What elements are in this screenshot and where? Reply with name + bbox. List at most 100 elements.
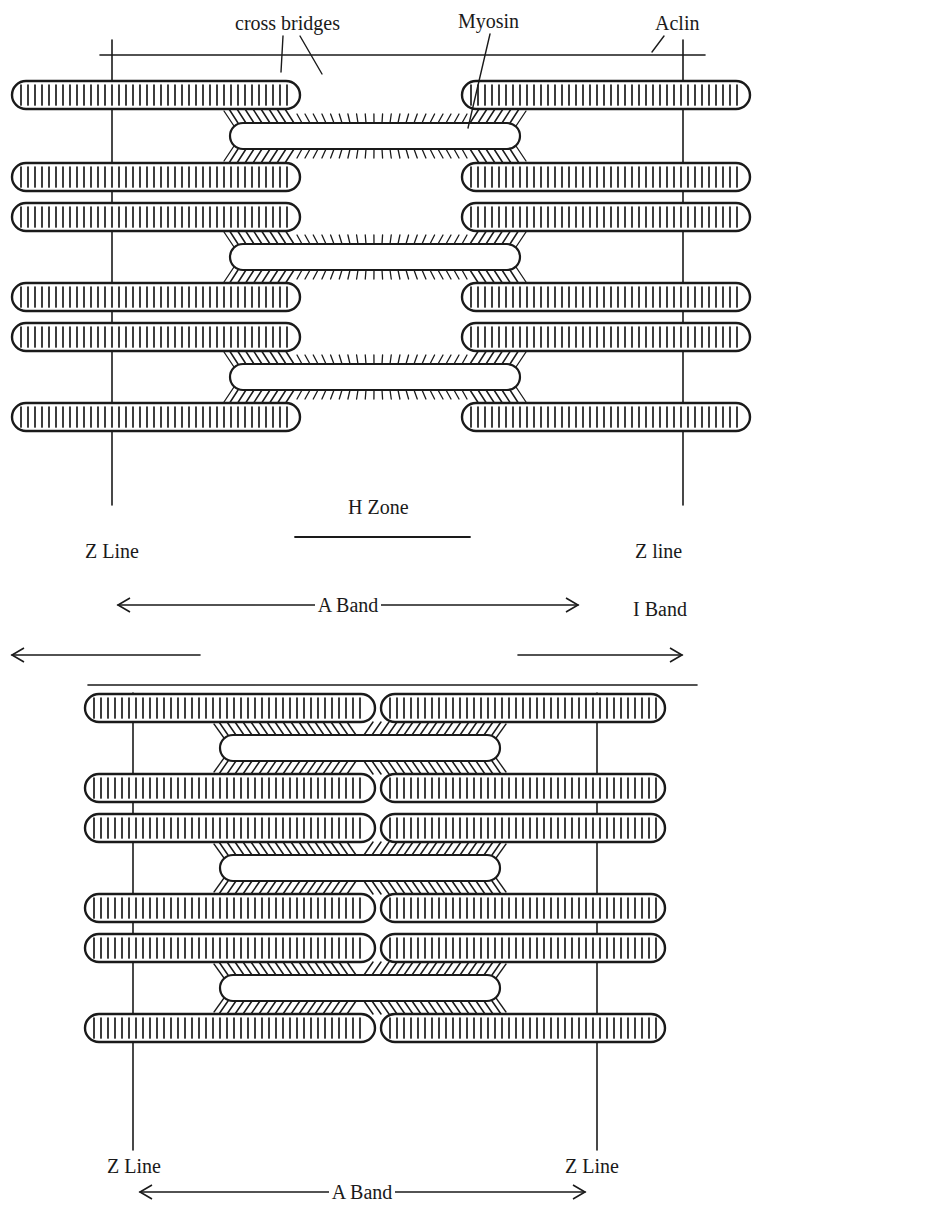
actin-stripe [620, 778, 622, 798]
actin-stripe [132, 167, 134, 187]
actin-stripe [121, 778, 123, 798]
actin-stripe [582, 207, 584, 227]
actin-stripe [174, 207, 176, 227]
actin-stripe [90, 207, 92, 227]
cross-bridge [224, 111, 234, 126]
actin-stripe [139, 207, 141, 227]
actin-stripe [226, 778, 228, 798]
cross-bridge [365, 149, 367, 158]
actin-stripe [655, 938, 657, 958]
actin-stripe [645, 207, 647, 227]
cross-bridge [444, 1001, 453, 1014]
actin-stripe [708, 85, 710, 105]
actin-stripe [673, 167, 675, 187]
cross-bridge [430, 149, 435, 158]
actin-stripe [606, 698, 608, 718]
actin-stripe [345, 1018, 347, 1038]
actin-stripe [345, 818, 347, 838]
actin-stripe [484, 85, 486, 105]
actin-stripe [526, 287, 528, 307]
cross-bridge [468, 881, 477, 894]
actin-stripe [258, 207, 260, 227]
part-label: Z line [632, 540, 685, 562]
actin-stripe [561, 207, 563, 227]
actin-stripe [345, 778, 347, 798]
actin-stripe [41, 167, 43, 187]
actin-stripe [396, 938, 398, 958]
cross-bridge [227, 722, 236, 735]
actin-stripe [736, 407, 738, 427]
actin-stripe [48, 287, 50, 307]
cross-bridge [235, 761, 244, 774]
boundary-line [100, 54, 705, 56]
actin-stripe [181, 207, 183, 227]
actin-stripe [638, 167, 640, 187]
cross-bridge [214, 724, 224, 738]
actin-stripe [477, 167, 479, 187]
actin-stripe [452, 698, 454, 718]
dimension-arrow [518, 654, 682, 656]
cross-bridge [299, 881, 308, 894]
actin-stripe [170, 938, 172, 958]
actin-stripe [97, 327, 99, 347]
actin-stripe [41, 207, 43, 227]
actin-stripe [508, 898, 510, 918]
actin-stripe [445, 818, 447, 838]
actin-stripe [452, 1018, 454, 1038]
cross-bridge [224, 387, 234, 402]
actin-stripe [522, 778, 524, 798]
actin-stripe [62, 167, 64, 187]
cross-bridge [365, 270, 367, 279]
actin-stripe [540, 85, 542, 105]
cross-bridge [253, 109, 262, 123]
actin-stripe [673, 85, 675, 105]
actin-stripe [209, 85, 211, 105]
actin-stripe [310, 778, 312, 798]
actin-stripe [202, 287, 204, 307]
actin-stripe [547, 85, 549, 105]
actin-stripe [188, 167, 190, 187]
actin-stripe [592, 898, 594, 918]
cross-bridge [436, 881, 445, 894]
cross-bridge [331, 1001, 340, 1014]
actin-stripe [708, 207, 710, 227]
part-label: H Zone [345, 496, 412, 518]
actin-stripe [139, 327, 141, 347]
actin-stripe [547, 327, 549, 347]
actin-outline [85, 1014, 375, 1042]
cross-bridge [315, 761, 324, 774]
actin-stripe [501, 898, 503, 918]
actin-stripe [237, 327, 239, 347]
cross-bridge [398, 235, 400, 244]
actin-stripe [571, 898, 573, 918]
cross-bridge [259, 881, 268, 894]
actin-stripe [202, 407, 204, 427]
actin-stripe [575, 207, 577, 227]
actin-stripe [596, 327, 598, 347]
actin-stripe [118, 85, 120, 105]
actin-stripe [209, 287, 211, 307]
actin-stripe [146, 167, 148, 187]
part-label: A Band [315, 594, 382, 616]
actin-stripe [289, 1018, 291, 1038]
actin-stripe [62, 287, 64, 307]
actin-stripe [680, 85, 682, 105]
cross-bridge [484, 962, 493, 975]
actin-stripe [445, 698, 447, 718]
actin-stripe [578, 898, 580, 918]
actin-stripe [648, 778, 650, 798]
cross-bridge [516, 146, 526, 161]
actin-stripe [272, 207, 274, 227]
actin-stripe [627, 818, 629, 838]
actin-stripe [666, 207, 668, 227]
myosin-filament [220, 975, 500, 1001]
cross-bridge [322, 235, 326, 244]
actin-stripe [624, 167, 626, 187]
cross-bridge [478, 149, 487, 163]
actin-stripe [501, 1018, 503, 1038]
dimension-arrow [12, 654, 200, 656]
actin-stripe [20, 85, 22, 105]
actin-outline [12, 163, 300, 191]
actin-stripe [132, 287, 134, 307]
actin-stripe [34, 327, 36, 347]
